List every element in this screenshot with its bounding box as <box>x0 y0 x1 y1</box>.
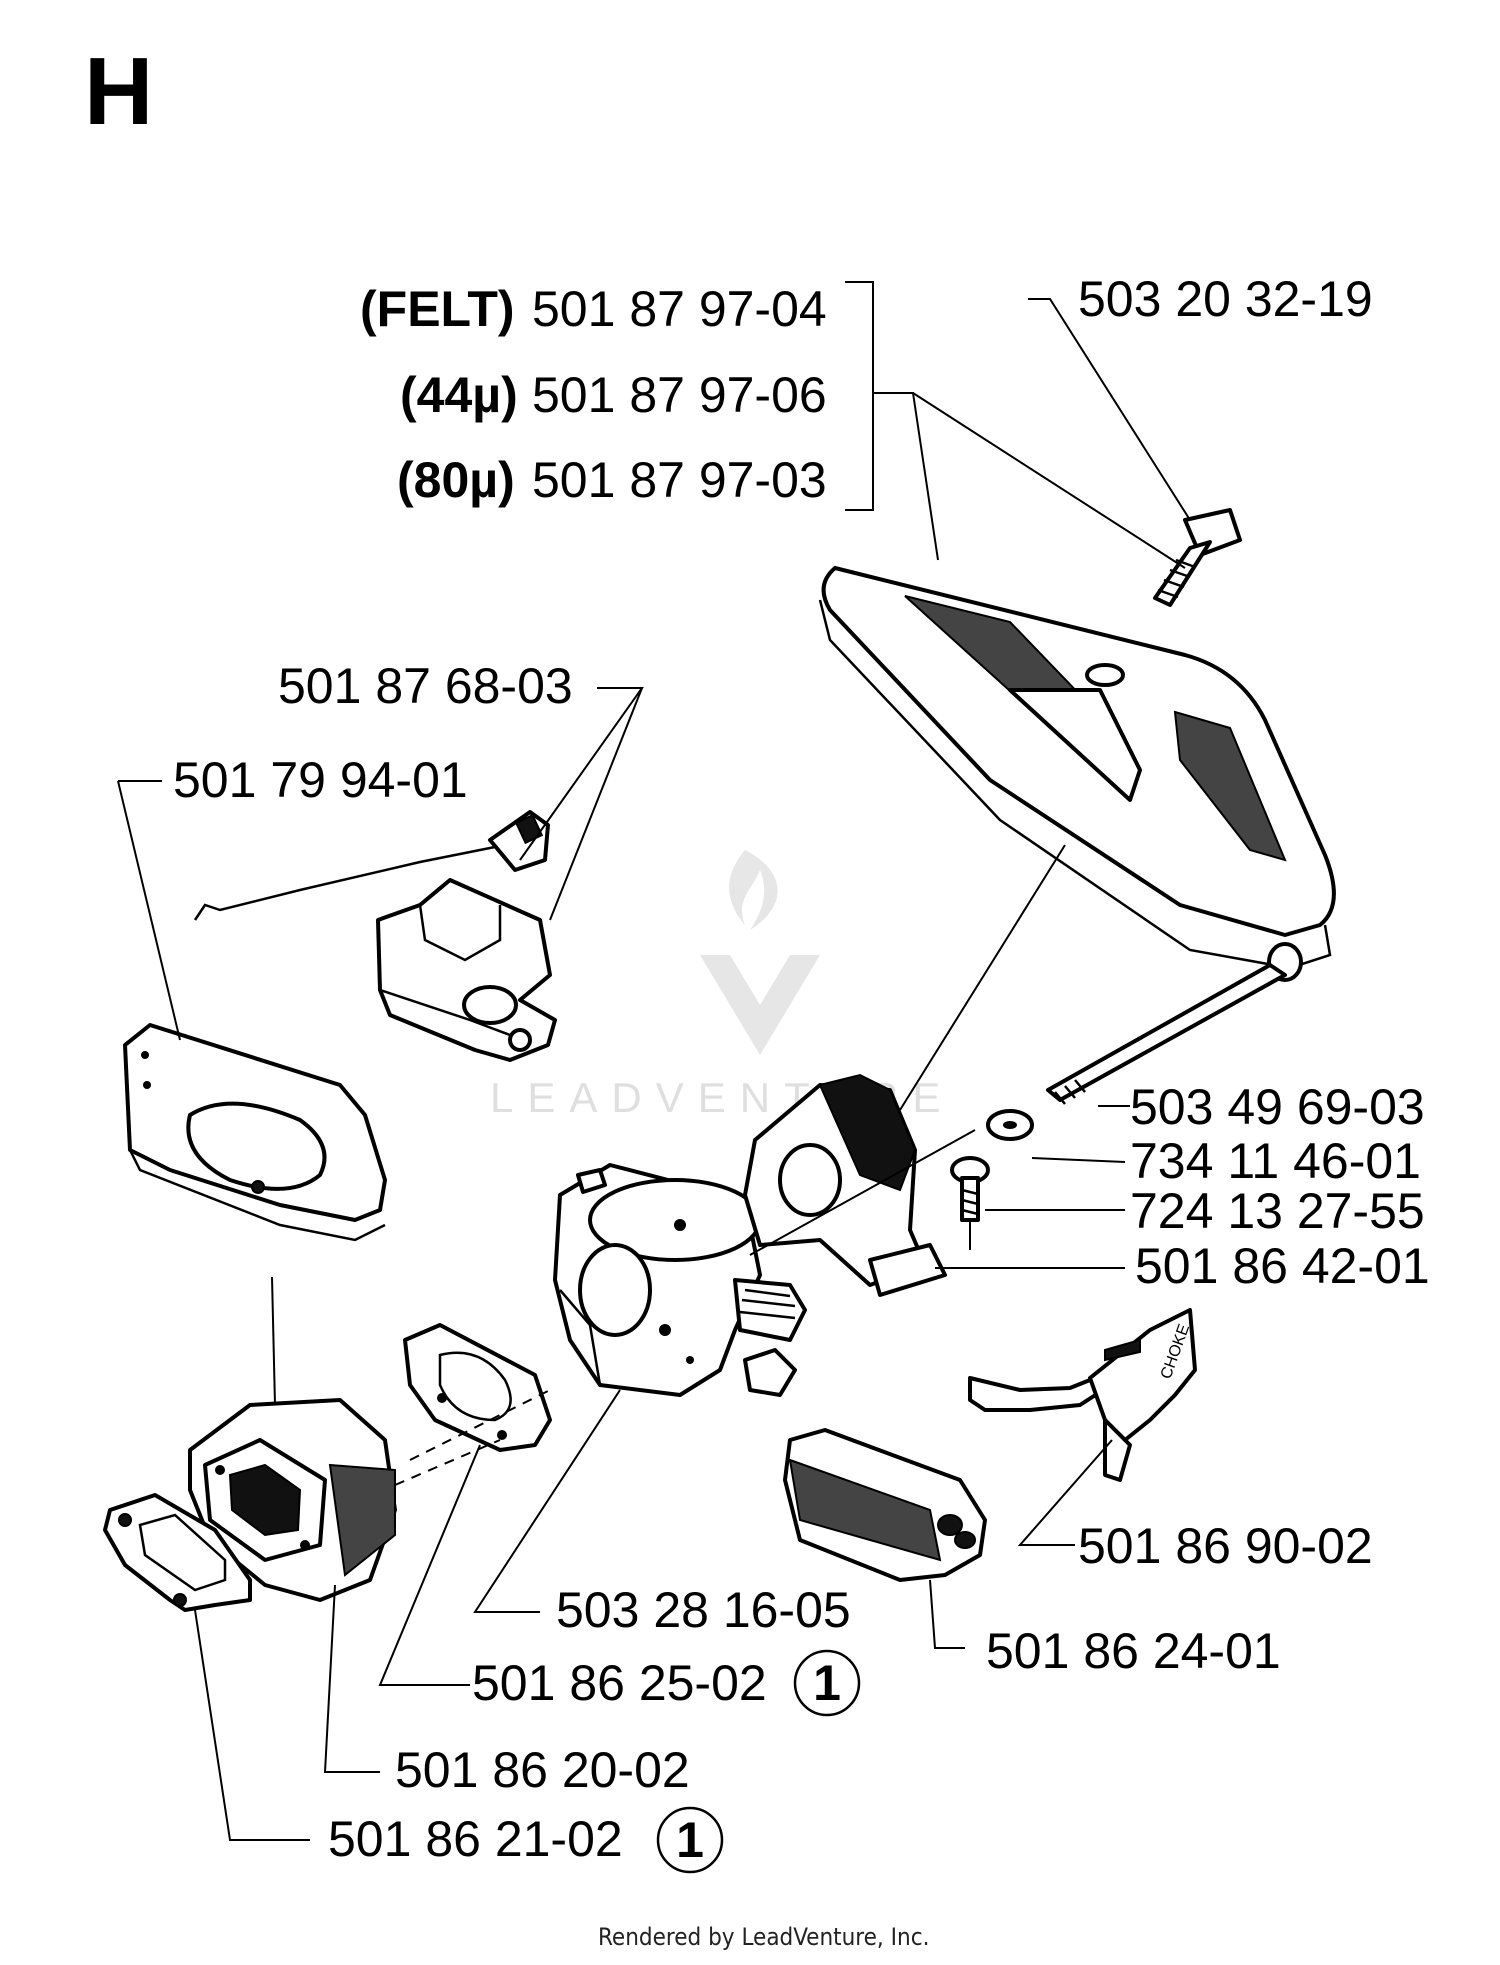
carb-gasket-qty-circle <box>793 1649 861 1717</box>
cover-bolt <box>1153 508 1242 607</box>
mesh80-note: (80µ) <box>397 452 515 508</box>
choke-lever: CHOKE <box>968 1308 1197 1482</box>
footer-credit: Rendered by LeadVenture, Inc. <box>598 1923 929 1951</box>
intake-gasket-qty: 1 <box>676 1812 704 1868</box>
mesh80-part-number: 501 87 97-03 <box>532 452 827 508</box>
intake-gasket <box>103 1493 252 1612</box>
bolt-part-number: 503 20 32-19 <box>1078 271 1373 327</box>
carburetor-part-number: 503 28 16-05 <box>556 1582 851 1638</box>
long-bolt-part-number: 503 49 69-03 <box>1130 1079 1425 1135</box>
leader-lines <box>117 281 1191 1841</box>
intake-part-number: 501 86 20-02 <box>395 1742 690 1798</box>
filter-adapter <box>743 1073 947 1297</box>
carb-gasket-qty: 1 <box>813 1655 841 1711</box>
callout-labels: (FELT) 501 87 97-04 (44µ) 501 87 97-06 (… <box>173 271 1430 1874</box>
mesh44-note: (44µ) <box>400 367 518 423</box>
carb-gasket-part-number: 501 86 25-02 <box>472 1655 767 1711</box>
mounting-plate <box>123 1023 387 1242</box>
mesh44-part-number: 501 87 97-06 <box>532 367 827 423</box>
felt-part-number: 501 87 97-04 <box>532 281 827 337</box>
carburetor <box>553 1163 807 1397</box>
small-screw <box>950 1156 990 1222</box>
felt-note: (FELT) <box>360 281 515 337</box>
watermark: LEADVENTURE <box>490 850 940 1121</box>
plate-part-number: 501 79 94-01 <box>173 752 468 808</box>
choke-lever-part-number: 501 86 90-02 <box>1078 1518 1373 1574</box>
filter-holder-part-number: 501 86 42-01 <box>1135 1238 1430 1294</box>
choke-housing <box>376 878 557 1062</box>
washer-part-number: 734 11 46-01 <box>1130 1133 1421 1189</box>
long-bolt <box>1046 942 1303 1105</box>
filter-block <box>783 1428 987 1582</box>
flame-icon <box>729 850 778 930</box>
air-filter-cover <box>818 566 1336 970</box>
screw-part-number: 724 13 27-55 <box>1130 1183 1425 1239</box>
intake-gasket-part-number: 501 86 21-02 <box>328 1811 623 1867</box>
intake-manifold <box>188 1398 397 1602</box>
logo-v-icon <box>700 955 820 1055</box>
filter-block-part-number: 501 86 24-01 <box>986 1623 1281 1679</box>
choke-link-rod <box>193 810 550 921</box>
washer <box>986 1109 1034 1141</box>
intake-gasket-qty-circle <box>656 1806 724 1874</box>
section-letter: H <box>84 38 153 145</box>
choke-link-part-number: 501 87 68-03 <box>278 658 573 714</box>
carburetor-gasket <box>403 1323 552 1452</box>
